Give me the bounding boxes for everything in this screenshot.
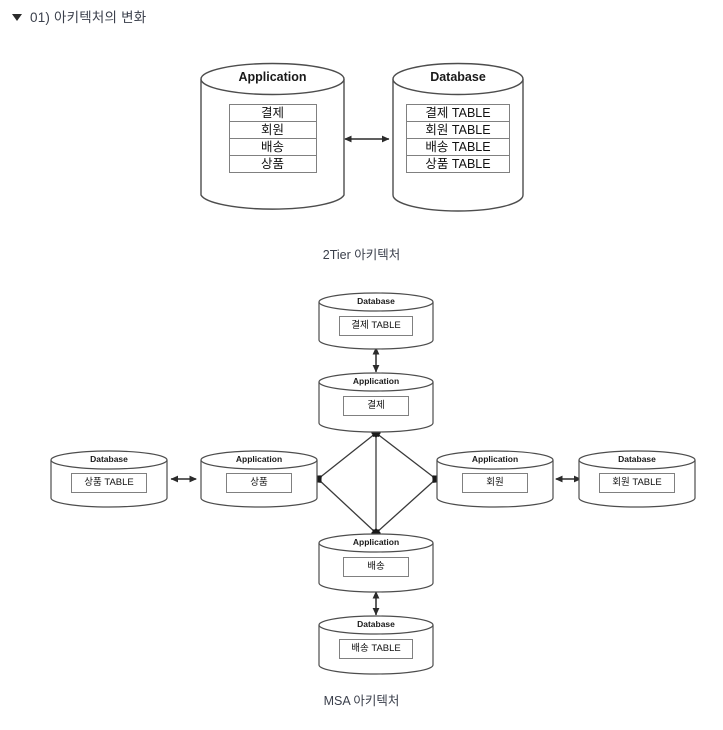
row-item: 상품 bbox=[250, 477, 268, 488]
section-heading-label: 01) 아키텍처의 변화 bbox=[30, 10, 147, 25]
row-item: 상품 bbox=[229, 156, 316, 173]
tier2-database-cylinder: Database 결제 TABLE 회원 TABLE 배송 TABLE 상품 T… bbox=[392, 62, 524, 212]
cylinder-row-group: 상품 bbox=[226, 473, 292, 493]
cylinder-title: Database bbox=[618, 454, 656, 464]
cylinder-row-group: 배송 TABLE bbox=[339, 639, 413, 659]
cylinder-title: Database bbox=[357, 296, 395, 306]
row-item: 결제 TABLE bbox=[407, 105, 509, 122]
row-item: 배송 bbox=[229, 139, 316, 156]
cylinder-row-group: 회원 bbox=[462, 473, 528, 493]
row-item: 회원 TABLE bbox=[407, 122, 509, 139]
cylinder-row-group: 배송 bbox=[343, 557, 409, 577]
row-item: 결제 bbox=[367, 400, 385, 411]
row-item: 회원 bbox=[486, 477, 504, 488]
cylinder-row-group: 결제 회원 배송 상품 bbox=[228, 104, 317, 173]
msa-bottom-database-cylinder: Database 배송 TABLE bbox=[318, 615, 434, 675]
cylinder-title: Application bbox=[352, 537, 400, 547]
cylinder-title: Database bbox=[90, 454, 128, 464]
cylinder-row-group: 회원 TABLE bbox=[599, 473, 675, 493]
tier2-caption: 2Tier 아키텍처 bbox=[322, 248, 401, 262]
row-item: 상품 TABLE bbox=[407, 156, 509, 173]
cylinder-row-group: 상품 TABLE bbox=[71, 473, 147, 493]
section-heading[interactable]: 01) 아키텍처의 변화 bbox=[12, 6, 146, 26]
row-item: 상품 TABLE bbox=[84, 477, 134, 488]
cylinder-row-group: 결제 TABLE 회원 TABLE 배송 TABLE 상품 TABLE bbox=[406, 104, 510, 173]
cylinder-title: Application bbox=[235, 454, 283, 464]
msa-top-database-cylinder: Database 결제 TABLE bbox=[318, 292, 434, 350]
cylinder-row-group: 결제 TABLE bbox=[339, 316, 413, 336]
cylinder-title: Database bbox=[430, 70, 486, 84]
msa-right-database-cylinder: Database 회원 TABLE bbox=[578, 450, 696, 508]
cylinder-shape bbox=[436, 450, 554, 508]
msa-right-application-cylinder: Application 회원 bbox=[436, 450, 554, 508]
msa-caption: MSA 아키텍처 bbox=[323, 694, 400, 708]
msa-application-mesh bbox=[314, 428, 440, 538]
cylinder-title: Application bbox=[471, 454, 519, 464]
row-item: 결제 TABLE bbox=[351, 320, 401, 331]
msa-left-application-cylinder: Application 상품 bbox=[200, 450, 318, 508]
row-item: 배송 TABLE bbox=[407, 139, 509, 156]
msa-top-application-cylinder: Application 결제 bbox=[318, 372, 434, 434]
msa-left-database-cylinder: Database 상품 TABLE bbox=[50, 450, 168, 508]
cylinder-title: Application bbox=[352, 376, 400, 386]
row-item: 배송 bbox=[367, 561, 385, 572]
row-item: 결제 bbox=[229, 105, 316, 122]
row-item: 배송 TABLE bbox=[351, 643, 401, 654]
triangle-down-icon[interactable] bbox=[12, 13, 22, 21]
row-item: 회원 bbox=[229, 122, 316, 139]
cylinder-title: Database bbox=[357, 619, 395, 629]
msa-bottom-application-cylinder: Application 배송 bbox=[318, 533, 434, 593]
cylinder-title: Application bbox=[238, 70, 307, 84]
tier2-application-cylinder: Application 결제 회원 배송 상품 bbox=[200, 62, 345, 212]
row-item: 회원 TABLE bbox=[612, 477, 662, 488]
cylinder-row-group: 결제 bbox=[343, 396, 409, 416]
